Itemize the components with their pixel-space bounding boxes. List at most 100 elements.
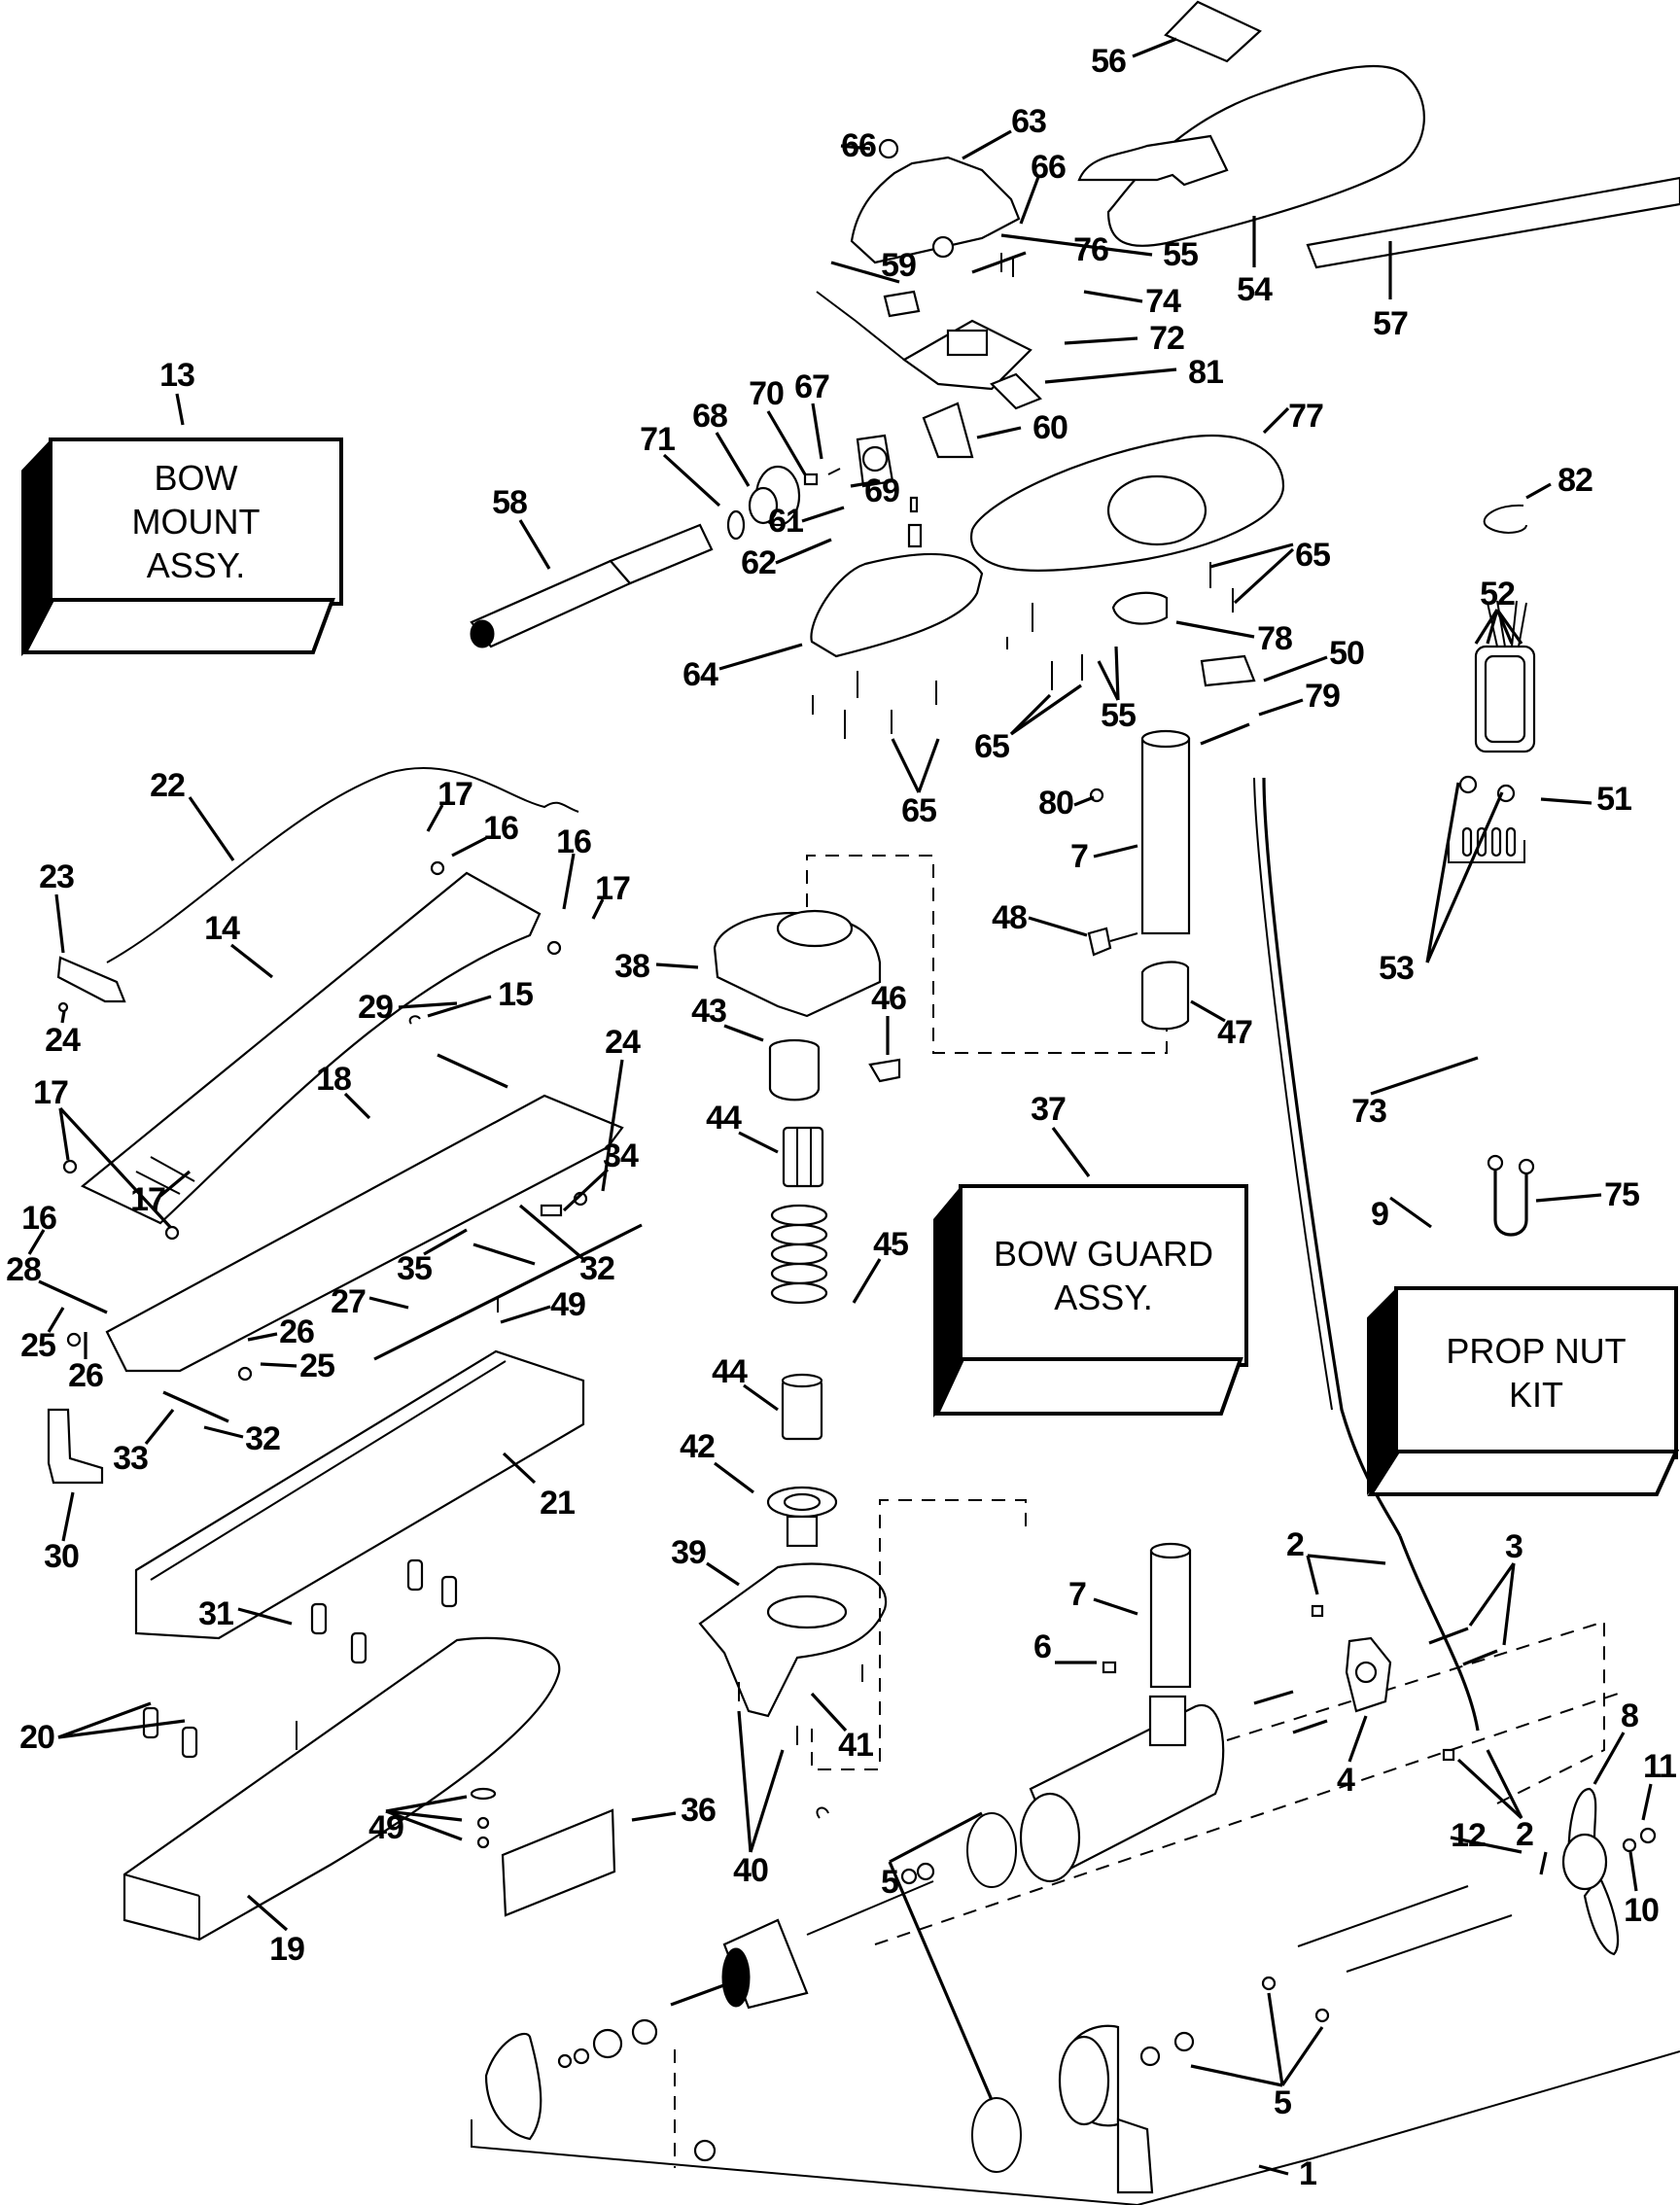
pin-33 <box>162 1390 229 1423</box>
column-tube-7-lower <box>1149 1542 1192 1689</box>
gasket-69 <box>856 434 894 488</box>
callout-65: 65 <box>1295 537 1331 574</box>
bracket-39 <box>698 1562 888 1718</box>
spring-34 <box>540 1204 563 1217</box>
end-cap-washers <box>557 2018 658 2069</box>
callout-79: 79 <box>1305 678 1341 715</box>
knob-48 <box>1087 927 1138 957</box>
callout-11: 11 <box>1643 1748 1677 1785</box>
callout-32: 32 <box>579 1250 615 1287</box>
comb-73 <box>1448 826 1525 863</box>
ring-66-a <box>878 138 899 159</box>
cable-22 <box>106 767 579 963</box>
decal-36 <box>501 1808 616 1917</box>
box-label-bow-mount: BOW MOUNT ASSY. <box>49 438 343 606</box>
bolt-79 <box>1200 722 1250 746</box>
coil-harness-51 <box>1474 600 1536 753</box>
base-plate-21 <box>134 1349 585 1640</box>
callout-66: 66 <box>841 127 877 164</box>
callout-41: 41 <box>838 1727 874 1764</box>
callout-66: 66 <box>1031 149 1067 186</box>
spring-70 <box>803 472 819 486</box>
callout-25: 25 <box>299 1348 335 1384</box>
callout-47: 47 <box>1217 1014 1253 1051</box>
callout-56: 56 <box>1091 43 1127 80</box>
callout-7: 7 <box>1070 838 1089 875</box>
spring-45 <box>770 1204 828 1305</box>
box-text-line: PROP NUT <box>1446 1331 1627 1371</box>
dashed-box-upper <box>806 855 1168 1054</box>
collar-47 <box>1140 961 1190 1031</box>
callout-2: 2 <box>1286 1526 1305 1563</box>
pin-29 <box>437 1053 508 1089</box>
callout-26: 26 <box>279 1313 315 1350</box>
callout-21: 21 <box>540 1485 576 1522</box>
upper-arm-14 <box>80 871 542 1225</box>
kit-box-bow-guard-assy: BOW GUARD ASSY. <box>933 1184 1248 1418</box>
callout-80: 80 <box>1038 785 1074 822</box>
callout-55: 55 <box>1101 697 1137 734</box>
bearings-small <box>816 1806 1330 2067</box>
callout-81: 81 <box>1188 354 1224 391</box>
callout-45: 45 <box>873 1226 909 1263</box>
callout-20: 20 <box>19 1719 55 1756</box>
ring-terminals-53 <box>1458 775 1516 803</box>
box-text-line: BOW GUARD <box>993 1234 1213 1274</box>
jumper-wire-75 <box>1487 1154 1535 1237</box>
box-text-line: ASSY. <box>1054 1278 1153 1317</box>
callout-5: 5 <box>1274 2084 1292 2121</box>
decal-57 <box>1306 176 1680 269</box>
column-tube-7-upper <box>1140 729 1191 935</box>
knob-46 <box>868 1058 901 1083</box>
kit-box-prop-nut-kit: PROP NUT KIT <box>1367 1286 1680 1496</box>
washers-49 <box>470 1298 499 1849</box>
callout-33: 33 <box>113 1440 149 1477</box>
callout-65: 65 <box>901 792 937 829</box>
callout-9: 9 <box>1371 1196 1389 1233</box>
callout-67: 67 <box>794 368 830 405</box>
lower-arm-18 <box>105 1094 624 1373</box>
ring-66-b <box>931 235 955 259</box>
kit-box-bow-mount-assy: BOW MOUNT ASSY. <box>21 438 343 656</box>
callout-48: 48 <box>992 899 1028 936</box>
callout-29: 29 <box>358 989 394 1026</box>
callout-16: 16 <box>21 1200 57 1237</box>
spline-44-upper <box>782 1126 824 1188</box>
callout-40: 40 <box>733 1852 769 1889</box>
box-text-line: MOUNT <box>131 502 261 542</box>
callout-54: 54 <box>1237 271 1273 308</box>
washer-10 <box>1622 1838 1637 1853</box>
callout-50: 50 <box>1329 635 1365 672</box>
callout-31: 31 <box>198 1595 234 1632</box>
end-cap-lower <box>1058 2024 1154 2194</box>
callout-64: 64 <box>682 656 718 693</box>
callout-17: 17 <box>438 776 473 813</box>
callout-38: 38 <box>614 948 650 985</box>
callout-57: 57 <box>1373 305 1409 342</box>
o-rings-5 <box>966 1812 1022 2173</box>
motor-housing-top-77 <box>969 435 1285 573</box>
callout-15: 15 <box>498 976 534 1013</box>
callout-52: 52 <box>1480 576 1516 612</box>
armature <box>670 1880 934 2010</box>
callout-12: 12 <box>1451 1817 1487 1854</box>
callout-59: 59 <box>881 247 917 284</box>
callout-51: 51 <box>1596 781 1632 818</box>
pin-35 <box>472 1242 536 1266</box>
yoke-30 <box>47 1408 104 1485</box>
box-text-line: ASSY. <box>146 545 246 585</box>
screws-40-41 <box>738 1664 863 1745</box>
box-text-line: BOW <box>154 458 238 498</box>
callout-74: 74 <box>1145 283 1181 320</box>
dashed-box-housing <box>874 1620 1625 1945</box>
callout-34: 34 <box>603 1138 639 1174</box>
box-text-line: KIT <box>1508 1375 1563 1415</box>
motor-housing <box>1019 1695 1225 1883</box>
spacers-20 <box>142 1558 458 1759</box>
housing-cover-38 <box>713 909 882 1018</box>
callout-39: 39 <box>671 1534 707 1571</box>
callout-65: 65 <box>974 728 1010 765</box>
callout-24: 24 <box>45 1022 81 1059</box>
callout-76: 76 <box>1073 231 1109 268</box>
